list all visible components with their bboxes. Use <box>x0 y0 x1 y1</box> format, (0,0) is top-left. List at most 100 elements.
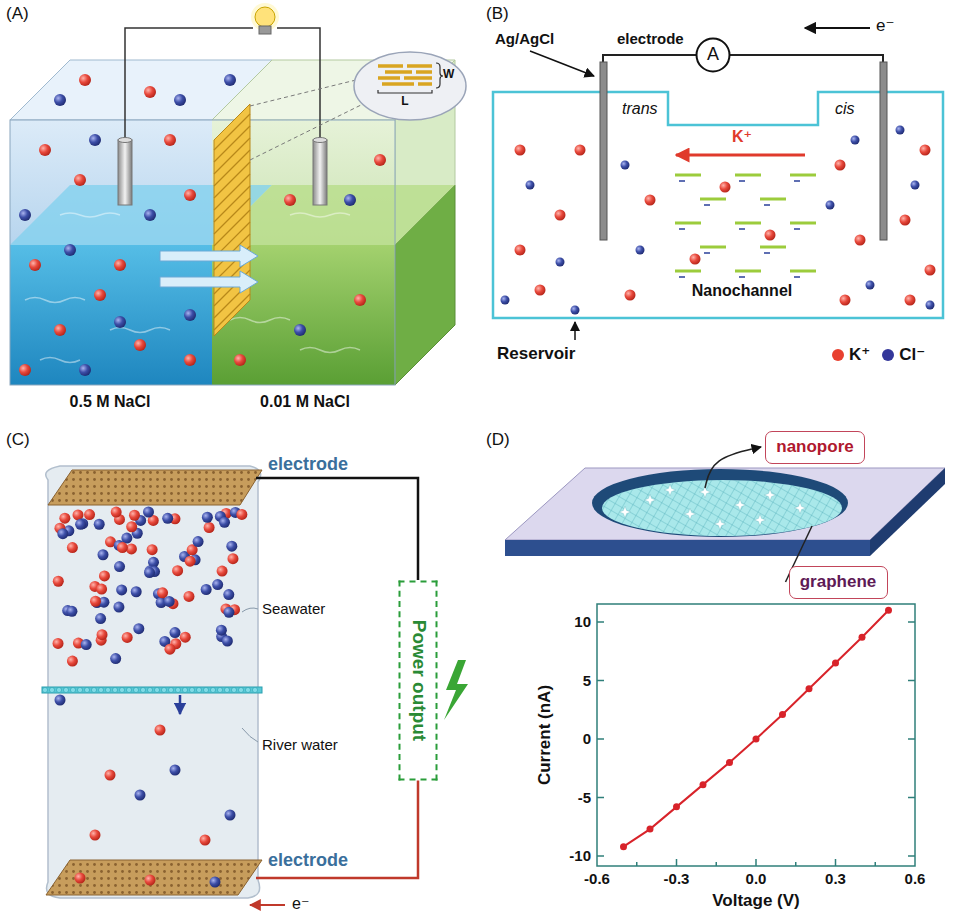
iv-chart <box>806 685 813 692</box>
panel-letter: (B) <box>486 4 509 24</box>
ion <box>113 602 124 613</box>
electrode-wire <box>277 28 320 140</box>
ion <box>905 295 916 306</box>
ion <box>556 258 565 267</box>
membrane <box>105 687 110 692</box>
water-ripple <box>25 298 85 303</box>
part-label: electrode <box>617 30 684 47</box>
ion <box>39 144 51 156</box>
ion <box>144 209 156 221</box>
ion <box>636 246 645 255</box>
ion <box>57 528 68 539</box>
ion <box>515 145 526 156</box>
iv-chart <box>597 738 604 740</box>
ion <box>147 544 158 555</box>
magnified-callout <box>250 52 466 160</box>
charged-nanosheet <box>790 174 816 177</box>
nanopore-symbol <box>664 484 676 496</box>
ion <box>89 134 101 146</box>
iv-chart <box>597 604 915 866</box>
iv-chart <box>908 855 915 857</box>
membrane-cell <box>42 466 468 905</box>
ion <box>212 579 223 590</box>
ion <box>53 638 64 649</box>
charged-nanosheet <box>790 222 816 225</box>
nanopore-symbol <box>764 489 776 501</box>
box-text: Power output <box>407 619 430 740</box>
ion <box>79 74 91 86</box>
membrane <box>49 687 54 692</box>
charged-nanosheet <box>675 222 701 225</box>
ion <box>690 254 701 265</box>
ion <box>59 513 70 524</box>
circuit-wire <box>256 478 418 580</box>
ion <box>164 134 176 146</box>
circuit-wire <box>256 780 418 878</box>
graphene-electrode <box>48 470 262 505</box>
box-text: nanopore <box>776 437 853 457</box>
side-label: cis <box>835 100 855 118</box>
iv-chart <box>597 604 915 866</box>
ammeter-symbol: A <box>695 37 731 73</box>
iv-chart <box>597 621 604 623</box>
ion <box>501 296 510 305</box>
ion <box>183 591 194 602</box>
ion <box>157 587 168 598</box>
membrane <box>42 687 257 692</box>
membrane <box>147 687 152 692</box>
nanopore-symbol <box>644 494 656 506</box>
ion <box>90 596 101 607</box>
nanochannel-cell <box>493 28 943 340</box>
graphene-chip <box>505 468 945 540</box>
membrane <box>91 687 96 692</box>
electrode-rod <box>880 62 887 240</box>
ion <box>225 810 236 821</box>
leader-arrow <box>530 51 594 76</box>
light-bulb <box>255 7 275 27</box>
electrode-rod <box>118 140 132 205</box>
electrode-rod <box>118 138 327 206</box>
ion <box>169 627 180 638</box>
magnified-callout <box>378 90 432 93</box>
charged-nanosheet <box>704 252 710 254</box>
dimension-label: L <box>401 95 408 109</box>
ion <box>826 201 835 210</box>
iv-chart <box>597 680 604 682</box>
nanochannel-cell <box>493 92 943 318</box>
membrane-layers <box>214 294 250 330</box>
ion <box>66 606 77 617</box>
ion <box>81 639 92 650</box>
ion <box>294 324 306 336</box>
magnified-callout <box>250 80 356 106</box>
electrode-rod <box>600 62 607 240</box>
ion <box>223 589 234 600</box>
magnified-callout <box>407 64 432 68</box>
water-ripple <box>25 213 360 363</box>
charged-nanosheet <box>675 270 701 273</box>
membrane <box>203 687 208 692</box>
ion <box>535 285 546 296</box>
ion <box>145 875 156 886</box>
magnified-callout <box>250 104 363 160</box>
ion <box>344 194 356 206</box>
membrane <box>70 687 75 692</box>
legend-item: K⁺ <box>832 344 870 365</box>
graphene-electrode <box>46 860 262 895</box>
panel-letter: (A) <box>6 4 29 24</box>
iv-chart <box>753 736 760 743</box>
iv-chart <box>624 610 889 846</box>
ion <box>122 632 133 643</box>
ion <box>110 653 121 664</box>
charged-nanosheet <box>735 222 761 225</box>
charged-nanosheet <box>679 276 685 278</box>
water-ripple <box>40 358 80 363</box>
iv-chart <box>700 781 707 788</box>
ion <box>501 126 936 315</box>
ion <box>925 265 936 276</box>
ion <box>96 584 107 595</box>
graphene-chip <box>505 540 870 556</box>
salinity-cell <box>214 104 250 336</box>
magnified-callout <box>382 82 414 86</box>
ion <box>144 567 155 578</box>
ion <box>162 513 173 524</box>
